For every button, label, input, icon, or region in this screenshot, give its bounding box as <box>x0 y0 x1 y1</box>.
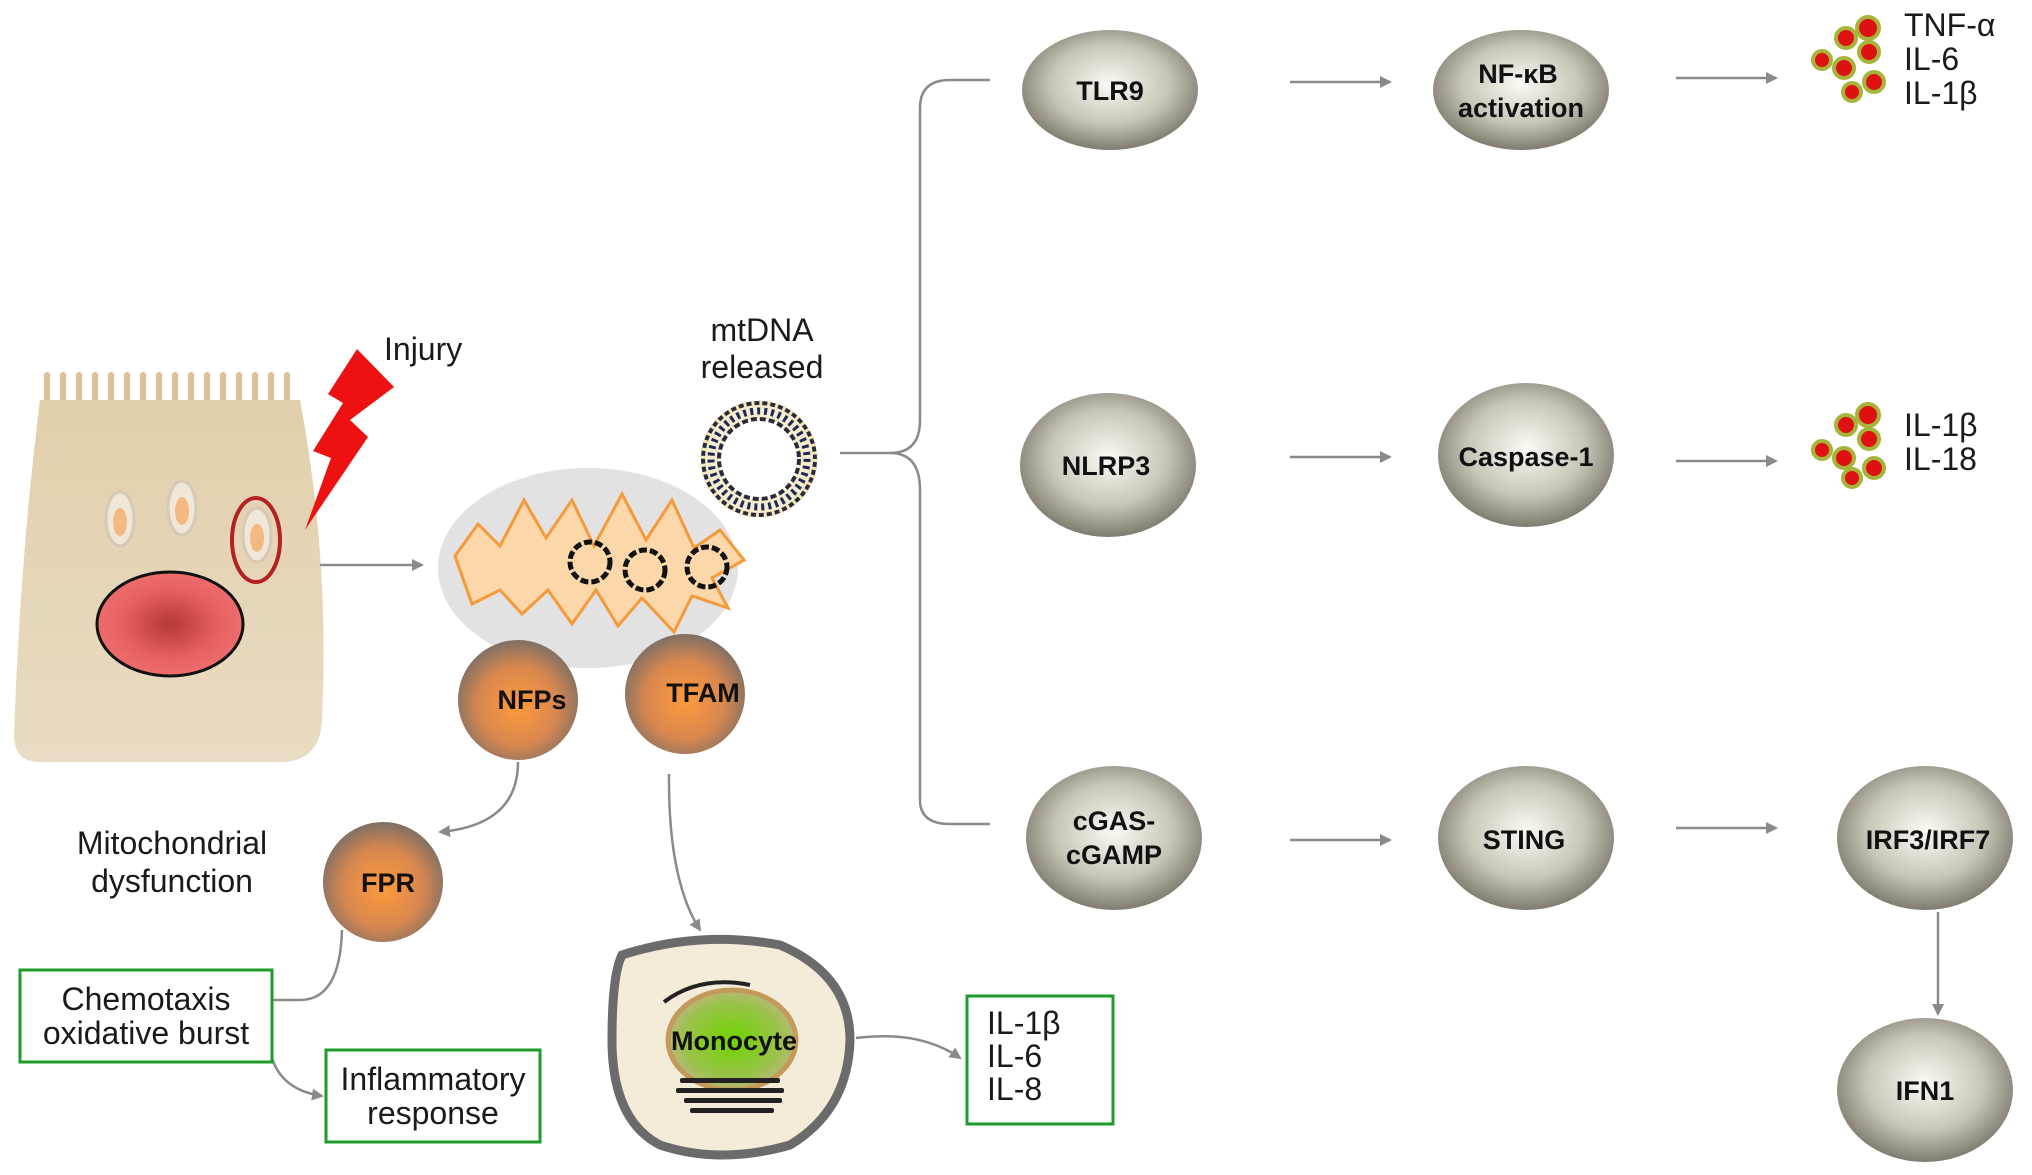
nucleus <box>95 570 245 678</box>
lightning-bolt <box>305 349 394 530</box>
bracket-bottom <box>889 451 990 826</box>
node-ifn1: IFN1 <box>1837 1018 2013 1162</box>
irf-label: IRF3/IRF7 <box>1866 825 1991 855</box>
node-sting: STING <box>1438 766 1614 910</box>
tlr9-cytokine-2: IL-6 <box>1904 41 1959 77</box>
highlight-ring <box>230 496 282 584</box>
nlrp3-cytokine-1: IL-1β <box>1904 407 1978 443</box>
node-nfps: NFPs <box>458 640 578 760</box>
tlr9-label: TLR9 <box>1076 76 1144 106</box>
nfkb-label-line2: activation <box>1458 93 1584 123</box>
nlrp3-label: NLRP3 <box>1062 451 1151 481</box>
tlr9-cytokine-1: TNF-α <box>1904 7 1995 43</box>
node-tlr9: TLR9 <box>1022 30 1198 150</box>
node-fpr: FPR <box>323 822 443 942</box>
nfps-label: NFPs <box>497 685 566 715</box>
mtdna-label-line2: released <box>701 349 824 385</box>
node-nlrp3: NLRP3 <box>1020 393 1196 537</box>
chemotaxis-line2: oxidative burst <box>43 1015 249 1051</box>
node-nfkb: NF-κB activation <box>1433 30 1609 150</box>
injury-label: Injury <box>384 331 462 367</box>
tlr9-cytokine-3: IL-1β <box>1904 75 1978 111</box>
box-chemotaxis: Chemotaxis oxidative burst <box>18 968 274 1064</box>
damaged-mitochondrion <box>438 468 747 668</box>
cgas-label-line1: cGAS- <box>1073 806 1156 836</box>
caspase1-label: Caspase-1 <box>1458 442 1593 472</box>
mtdna-vesicle <box>700 400 818 518</box>
cgas-label-line2: cGAMP <box>1066 840 1162 870</box>
inflammatory-line2: response <box>367 1095 499 1131</box>
chemotaxis-line1: Chemotaxis <box>62 981 231 1017</box>
arrow-to-inflammatory <box>270 1057 324 1101</box>
mito-dysfunction-line2: dysfunction <box>91 863 253 899</box>
nfkb-label-line1: NF-κB <box>1478 59 1558 89</box>
mito-dysfunction-line1: Mitochondrial <box>77 825 267 861</box>
connector-fpr-chemotaxis <box>272 929 344 1002</box>
sting-label: STING <box>1483 825 1566 855</box>
node-caspase1: Caspase-1 <box>1438 383 1614 527</box>
monocyte-cytokine-3: IL-8 <box>987 1071 1042 1107</box>
ifn1-label: IFN1 <box>1896 1076 1955 1106</box>
monocyte-cytokine-2: IL-6 <box>987 1038 1042 1074</box>
monocyte-label: Monocyte <box>671 1026 797 1056</box>
node-cgas: cGAS- cGAMP <box>1026 766 1202 910</box>
monocyte-cell: Monocyte <box>607 934 855 1160</box>
tfam-label: TFAM <box>666 678 740 708</box>
node-irf: IRF3/IRF7 <box>1837 766 2013 910</box>
mtdna-label-line1: mtDNA <box>710 312 814 348</box>
fpr-label: FPR <box>361 868 415 898</box>
node-tfam: TFAM <box>625 634 745 754</box>
monocyte-cytokine-1: IL-1β <box>987 1005 1061 1041</box>
inflammatory-line1: Inflammatory <box>341 1061 526 1097</box>
box-monocyte-cytokines: IL-1β IL-6 IL-8 <box>965 994 1115 1126</box>
epithelial-cell <box>14 349 394 762</box>
cell-mitochondria <box>104 479 273 564</box>
nlrp3-cytokine-2: IL-18 <box>1904 441 1977 477</box>
cytokine-droplets-top <box>1811 15 1886 103</box>
box-inflammatory: Inflammatory response <box>324 1048 542 1144</box>
bracket-top <box>840 78 990 455</box>
arrow-tfam-to-monocyte <box>667 773 702 932</box>
cytokine-droplets-middle <box>1811 402 1886 489</box>
arrow-nfps-to-fpr <box>438 761 520 838</box>
arrow-monocyte-to-cytokines <box>855 1035 962 1060</box>
